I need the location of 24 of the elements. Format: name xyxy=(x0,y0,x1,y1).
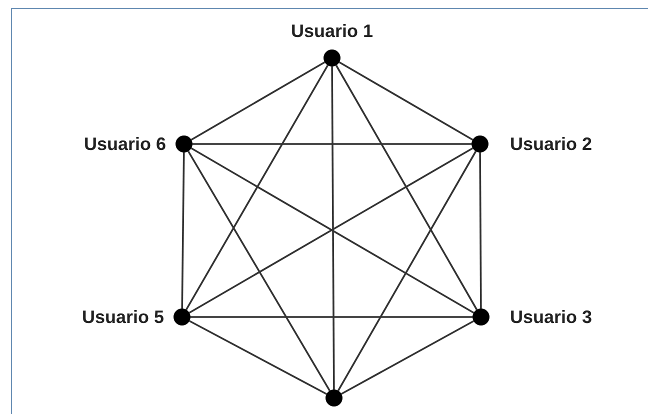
connector-line xyxy=(190,316,472,318)
user-label: Usuario 2 xyxy=(510,135,592,153)
connector-line xyxy=(185,64,329,310)
connector-line xyxy=(331,66,335,390)
connector-line xyxy=(337,150,477,392)
user-label: Usuario 6 xyxy=(84,135,166,153)
user-dot xyxy=(176,136,192,152)
user-dot xyxy=(174,308,190,326)
user-dot xyxy=(324,50,340,66)
user-dot xyxy=(472,136,488,152)
user-label: Usuario 3 xyxy=(510,308,592,326)
connector-line xyxy=(181,152,185,308)
connector-line xyxy=(192,143,472,145)
connector-line xyxy=(335,64,478,310)
connector-line xyxy=(479,152,482,308)
user-label: Usuario 1 xyxy=(290,22,374,40)
connector-line xyxy=(341,320,474,395)
connector-line xyxy=(189,320,327,395)
user-label: Usuario 5 xyxy=(82,308,164,326)
user-dot xyxy=(326,390,342,406)
connector-line xyxy=(188,150,330,392)
connector-line xyxy=(190,62,326,140)
user-dot xyxy=(472,308,490,326)
connector-line xyxy=(338,62,474,140)
